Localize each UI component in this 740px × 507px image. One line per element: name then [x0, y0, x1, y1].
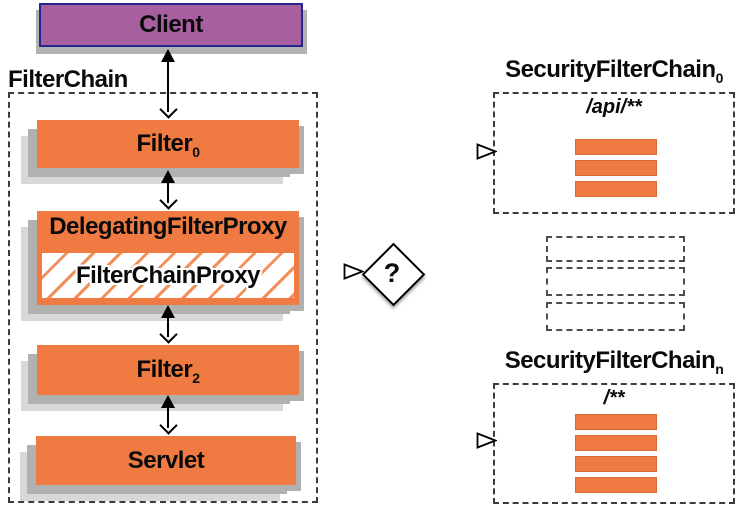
delegating-filter-proxy-label: DelegatingFilterProxy [49, 213, 287, 240]
url-pattern-api: /api/** [586, 96, 642, 118]
filter-bar [575, 414, 657, 430]
client-label: Client [139, 11, 203, 38]
security-filter-chain-0-title-text: SecurityFilterChain [505, 56, 716, 83]
filter-bar [575, 477, 657, 493]
arrow-line [167, 313, 169, 337]
filter-bars-chain-0 [575, 139, 657, 197]
security-filter-chain-n-title: SecurityFilterChainn [493, 347, 735, 377]
filter-bar [575, 181, 657, 197]
more-chains-box [546, 302, 685, 331]
arrow-head-open-down-icon [159, 191, 178, 210]
url-pattern-all: /** [603, 387, 625, 409]
filter2-label-text: Filter [136, 356, 193, 383]
more-chains-box [546, 236, 685, 262]
filter0-label-text: Filter [136, 130, 193, 157]
arrow-head-solid-up-icon [161, 395, 175, 408]
arrow-head-solid-up-icon [161, 170, 175, 183]
security-filter-chain-0-title: SecurityFilterChain0 [493, 56, 735, 86]
filter-chain-proxy-box: FilterChainProxy [40, 251, 296, 300]
branch-arrow-head-icon [476, 432, 497, 449]
filter-chain-proxy-label: FilterChainProxy [75, 261, 261, 289]
filter-chain-label: FilterChain [8, 66, 128, 93]
filter-bar [575, 456, 657, 472]
delegating-filter-proxy-box: DelegatingFilterProxy FilterChainProxy [37, 211, 299, 305]
security-filter-chain-0-subscript: 0 [715, 69, 724, 86]
servlet-label: Servlet [127, 446, 205, 474]
security-filter-chain-n-subscript: n [715, 360, 724, 377]
filter2-subscript: 2 [192, 369, 200, 386]
filter-bar [575, 160, 657, 176]
filter2-box: Filter2 [37, 345, 299, 395]
decision-question-mark: ? [383, 257, 401, 288]
arrow-client-filter0 [158, 49, 178, 119]
arrow-filter0-delegatingfilterproxy [158, 170, 178, 210]
arrow-delegatingfilterproxy-filter2 [158, 305, 178, 344]
arrow-head-open-down-icon [159, 325, 178, 344]
arrow-filter2-servlet [158, 395, 178, 435]
security-filter-chain-n-title-text: SecurityFilterChain [504, 347, 716, 374]
filter-bars-chain-n [575, 414, 657, 493]
servlet-box: Servlet [36, 436, 296, 485]
arrow-head-solid-up-icon [161, 305, 175, 318]
arrow-head-open-down-icon [159, 416, 178, 435]
arrow-line [167, 57, 169, 112]
arrow-head-solid-up-icon [161, 49, 175, 62]
arrow-line [167, 403, 169, 428]
security-filter-chain-n-box: /** [493, 383, 735, 504]
more-chains-box [546, 267, 685, 296]
filter-bar [575, 139, 657, 155]
filter2-label: Filter2 [136, 356, 201, 386]
filter0-label: Filter0 [136, 130, 201, 160]
client-box: Client [39, 3, 303, 47]
filter-bar [575, 435, 657, 451]
security-filter-chain-0-box: /api/** [493, 92, 735, 214]
filter0-box: Filter0 [37, 120, 299, 168]
branch-arrow-head-icon [343, 263, 364, 280]
filter0-subscript: 0 [192, 143, 200, 160]
arrow-line [167, 178, 169, 203]
filter-chain-container [8, 92, 318, 503]
branch-arrow-head-icon [476, 143, 497, 160]
